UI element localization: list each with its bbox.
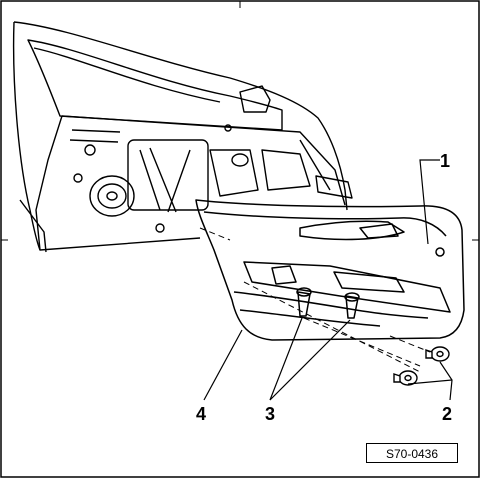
- door-trim-panel: [195, 199, 465, 341]
- leader-lines: [203, 159, 453, 401]
- callout-1: 1: [440, 151, 451, 171]
- callout-2: 2: [442, 404, 453, 424]
- figure-code-label: S70-0436: [366, 443, 458, 463]
- callout-3: 3: [265, 404, 276, 424]
- callout-4: 4: [196, 404, 207, 424]
- frame-ticks: [1, 1, 479, 241]
- clip-set-2: [393, 346, 450, 386]
- door-shell: [12, 21, 353, 253]
- screw-set-3: [296, 287, 360, 319]
- assembly-lines: [199, 227, 431, 373]
